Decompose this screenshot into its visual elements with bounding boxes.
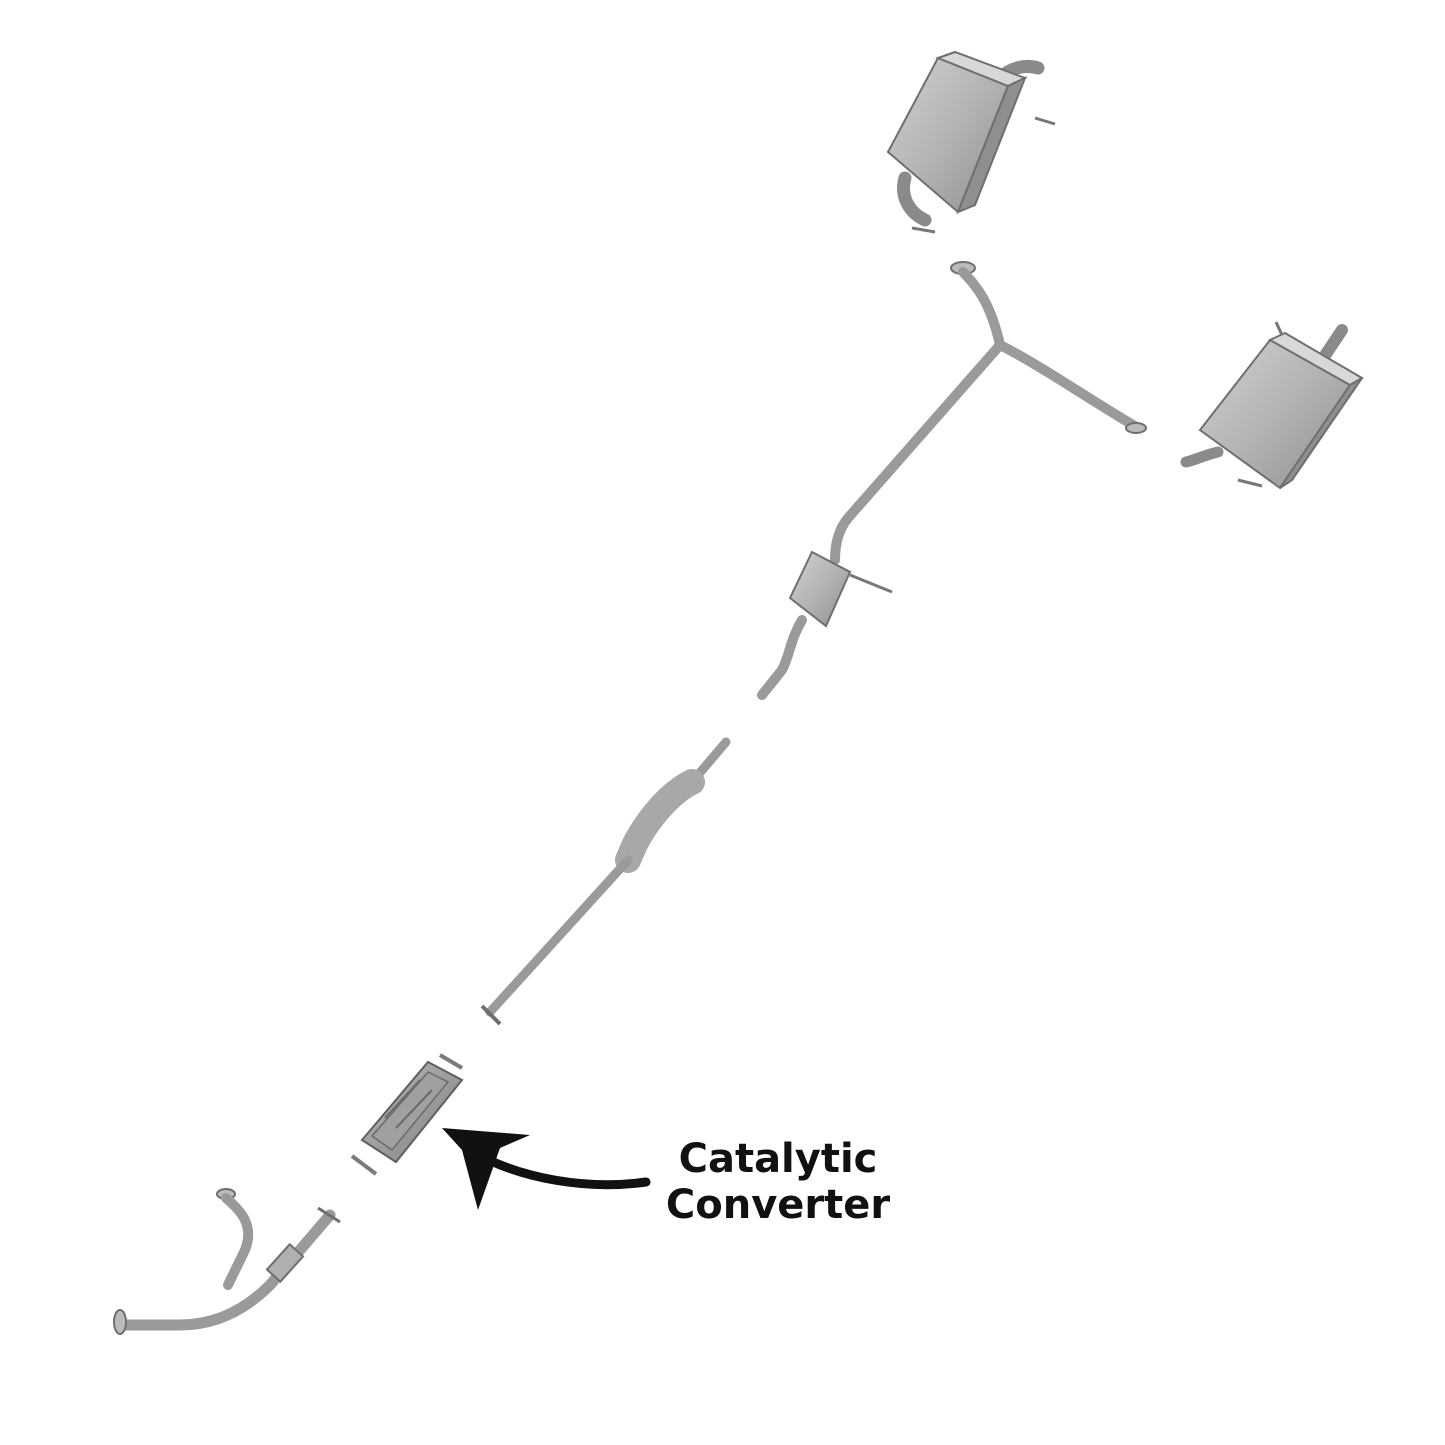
catalytic-converter bbox=[350, 1053, 464, 1176]
y-pipe-resonator-assembly bbox=[757, 261, 1147, 700]
annotation-label-line2: Converter bbox=[666, 1182, 890, 1228]
center-pipe bbox=[480, 737, 731, 1026]
rear-muffler-right bbox=[1180, 321, 1364, 490]
annotation-label-line1: Catalytic bbox=[679, 1136, 878, 1182]
front-pipe bbox=[113, 1188, 341, 1335]
rear-muffler-upper bbox=[886, 50, 1056, 234]
annotation-arrowhead bbox=[442, 1128, 530, 1210]
